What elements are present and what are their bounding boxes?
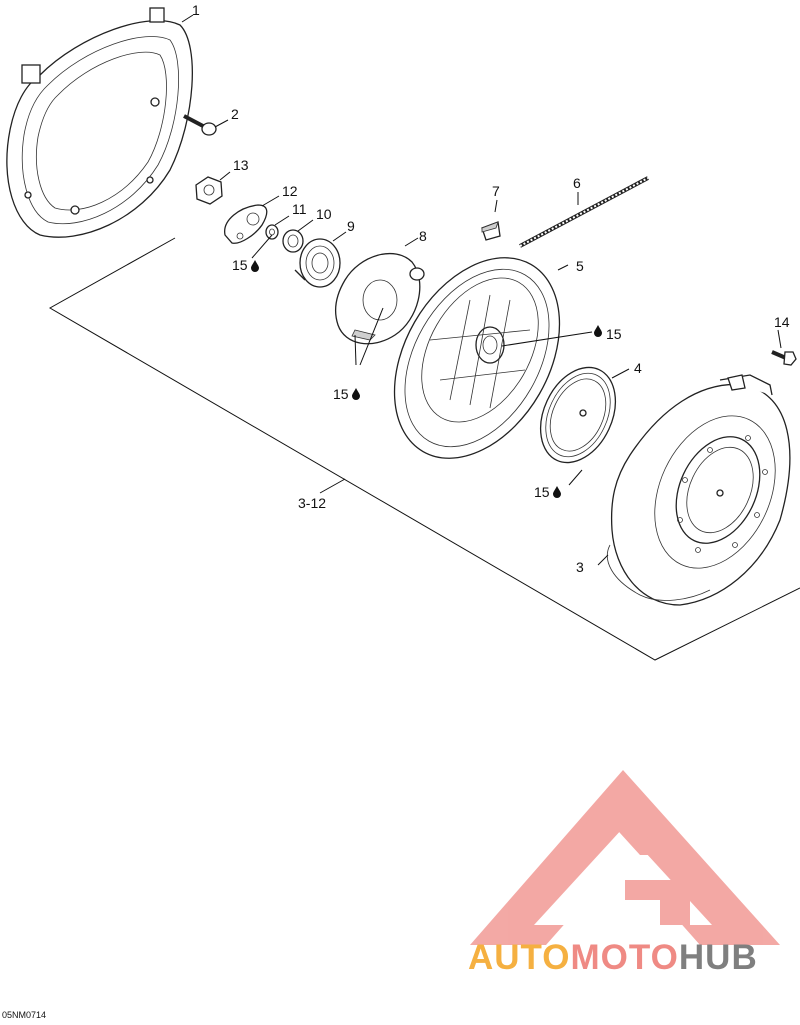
part-7-pawl [481, 221, 501, 241]
part-1-cover-ring [6, 7, 193, 238]
callout-3-12: 3-12 [298, 495, 326, 511]
callout-14: 14 [774, 314, 790, 330]
callout-3: 3 [576, 559, 584, 575]
callout-2: 2 [231, 106, 239, 122]
callout-9: 9 [347, 218, 355, 234]
part-14-screw [771, 350, 797, 366]
brand-auto: AUTO [468, 938, 571, 977]
part-4-recoil-spring [539, 366, 617, 464]
callout-4: 4 [634, 360, 642, 376]
lubricant-drop-icon [553, 486, 561, 498]
callout-6: 6 [573, 175, 581, 191]
part-9-spring [294, 238, 341, 288]
callout-labels: 1 2 13 12 11 10 9 8 7 6 5 14 4 3 3-12 15… [192, 2, 790, 575]
lubricant-drop-icon [352, 388, 360, 400]
part-8-pawl-carrier [334, 253, 425, 345]
callout-15-b: 15 [606, 326, 622, 342]
callout-1: 1 [192, 2, 200, 18]
lubricant-drop-icon [594, 325, 602, 337]
part-6-rope [519, 176, 649, 248]
callout-12: 12 [282, 183, 298, 199]
callout-7: 7 [492, 183, 500, 199]
callout-15-d: 15 [534, 484, 550, 500]
assembly-bracket [48, 237, 800, 661]
part-10-bushing [282, 229, 304, 253]
part-12-plate [224, 204, 268, 244]
callout-5: 5 [576, 258, 584, 274]
part-3-housing [606, 374, 791, 606]
callout-15-a: 15 [232, 257, 248, 273]
part-2-screw [183, 114, 217, 136]
watermark-brand: AUTOMOTOHUB [468, 938, 758, 978]
figure-code: 05NM0714 [2, 1010, 47, 1020]
brand-moto: MOTO [570, 938, 679, 977]
part-5-sheave [393, 257, 561, 459]
part-13-nut [195, 176, 223, 205]
brand-hub: HUB [678, 938, 758, 977]
callout-15-c: 15 [333, 386, 349, 402]
lubricant-drop-icon [251, 260, 259, 272]
watermark-logo [470, 770, 780, 945]
part-11-washer [265, 224, 279, 240]
callout-8: 8 [419, 228, 427, 244]
callout-11: 11 [292, 201, 307, 217]
callout-10: 10 [316, 206, 332, 222]
leader-lines [181, 14, 782, 566]
callout-13: 13 [233, 157, 249, 173]
